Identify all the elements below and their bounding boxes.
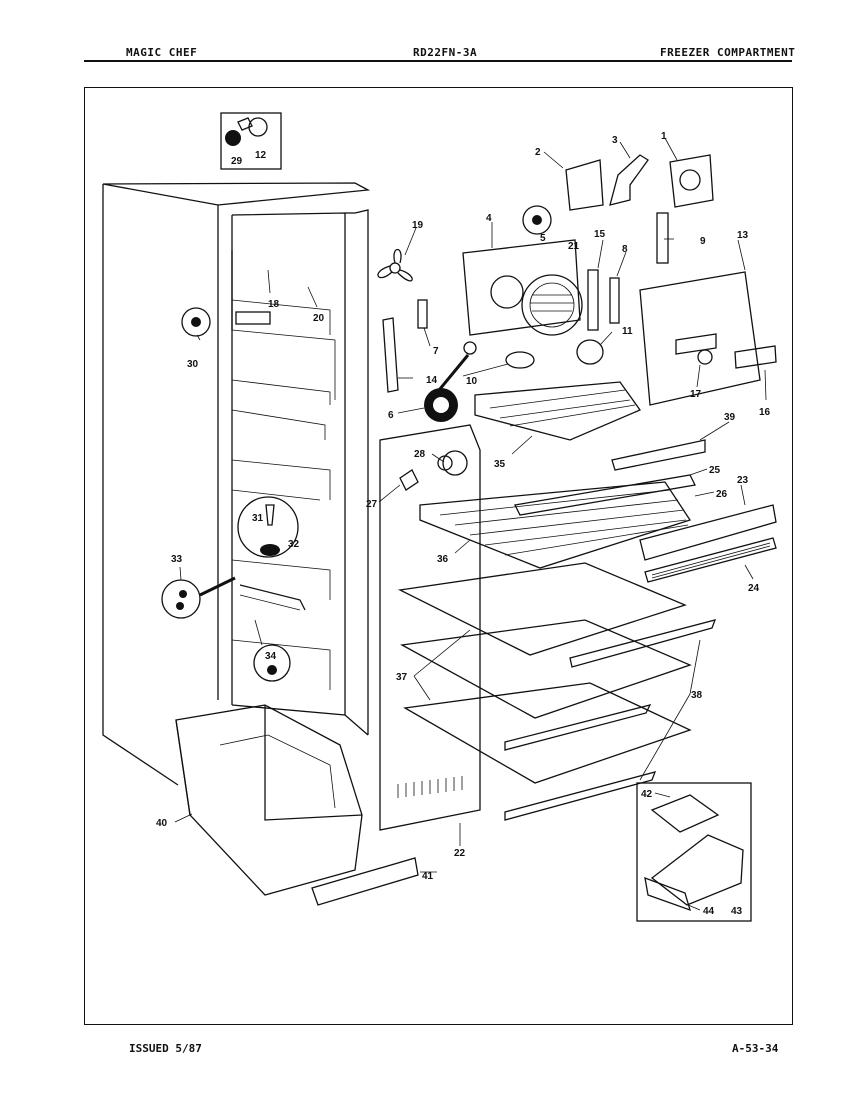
- callout-23: 23: [737, 475, 749, 486]
- callout-20: 20: [313, 313, 325, 324]
- callout-44: 44: [703, 906, 715, 917]
- lower-shelf-36: [419, 474, 777, 583]
- callout-17: 17: [690, 389, 702, 400]
- callout-40: 40: [156, 818, 168, 829]
- issued-date: ISSUED 5/87: [129, 1042, 202, 1055]
- callout-2: 2: [535, 147, 541, 158]
- callout-29: 29: [231, 156, 243, 167]
- callout-30: 30: [187, 359, 199, 370]
- leader-lines: [174, 137, 767, 911]
- callout-5: 5: [540, 233, 546, 244]
- control-housing-13: [639, 271, 777, 406]
- fan-blade-19: [377, 248, 413, 282]
- page-code: A-53-34: [732, 1042, 779, 1055]
- callout-34: 34: [265, 651, 277, 662]
- callout-labels: 1 2 3 4 5 6 7 8 9 10 11 12 13 14 15 16 1…: [156, 131, 771, 917]
- brand-label: MAGIC CHEF: [126, 46, 198, 59]
- callout-13: 13: [737, 230, 749, 241]
- callout-11: 11: [622, 326, 633, 337]
- callout-35: 35: [494, 459, 506, 470]
- door-hardware-callouts: [161, 307, 299, 682]
- callout-26: 26: [716, 489, 728, 500]
- callout-14: 14: [426, 375, 438, 386]
- callout-38: 38: [691, 690, 703, 701]
- callout-37: 37: [396, 672, 408, 683]
- callout-9: 9: [700, 236, 706, 247]
- callout-4: 4: [486, 213, 492, 224]
- callout-36: 36: [437, 554, 449, 565]
- callout-15: 15: [594, 229, 606, 240]
- callout-12: 12: [255, 150, 267, 161]
- callout-39: 39: [724, 412, 736, 423]
- callout-41: 41: [422, 871, 434, 882]
- callout-18: 18: [268, 299, 280, 310]
- inset-box-42-44: [636, 782, 752, 922]
- callout-31: 31: [252, 513, 264, 524]
- callout-25: 25: [709, 465, 721, 476]
- callout-33: 33: [171, 554, 183, 565]
- inset-box-29-12: [220, 112, 282, 170]
- upper-shelf-35: [474, 381, 706, 471]
- callout-1: 1: [661, 131, 667, 142]
- callout-16: 16: [759, 407, 771, 418]
- diagram-frame: [84, 87, 793, 1025]
- callout-19: 19: [412, 220, 424, 231]
- callout-32: 32: [288, 539, 300, 550]
- glass-shelves-37: [397, 562, 717, 821]
- callout-22: 22: [454, 848, 466, 859]
- callout-7: 7: [433, 346, 439, 357]
- callout-28: 28: [414, 449, 426, 460]
- callout-8: 8: [622, 244, 628, 255]
- small-parts-center: [382, 269, 620, 422]
- header-rule: [84, 60, 792, 62]
- evaporator-cover-4: [462, 205, 583, 336]
- callout-43: 43: [731, 906, 743, 917]
- top-brackets: [565, 154, 714, 264]
- callout-6: 6: [388, 410, 394, 421]
- freezer-bin-40: [175, 704, 419, 906]
- callout-21: 21: [568, 241, 580, 252]
- rear-panel-22: [379, 424, 481, 831]
- callout-10: 10: [466, 376, 478, 387]
- section-title: FREEZER COMPARTMENT: [660, 46, 796, 59]
- model-number: RD22FN-3A: [413, 46, 478, 59]
- callout-3: 3: [612, 135, 618, 146]
- callout-27: 27: [366, 499, 378, 510]
- callout-42: 42: [641, 789, 653, 800]
- callout-24: 24: [748, 583, 760, 594]
- freezer-cabinet: [102, 182, 371, 786]
